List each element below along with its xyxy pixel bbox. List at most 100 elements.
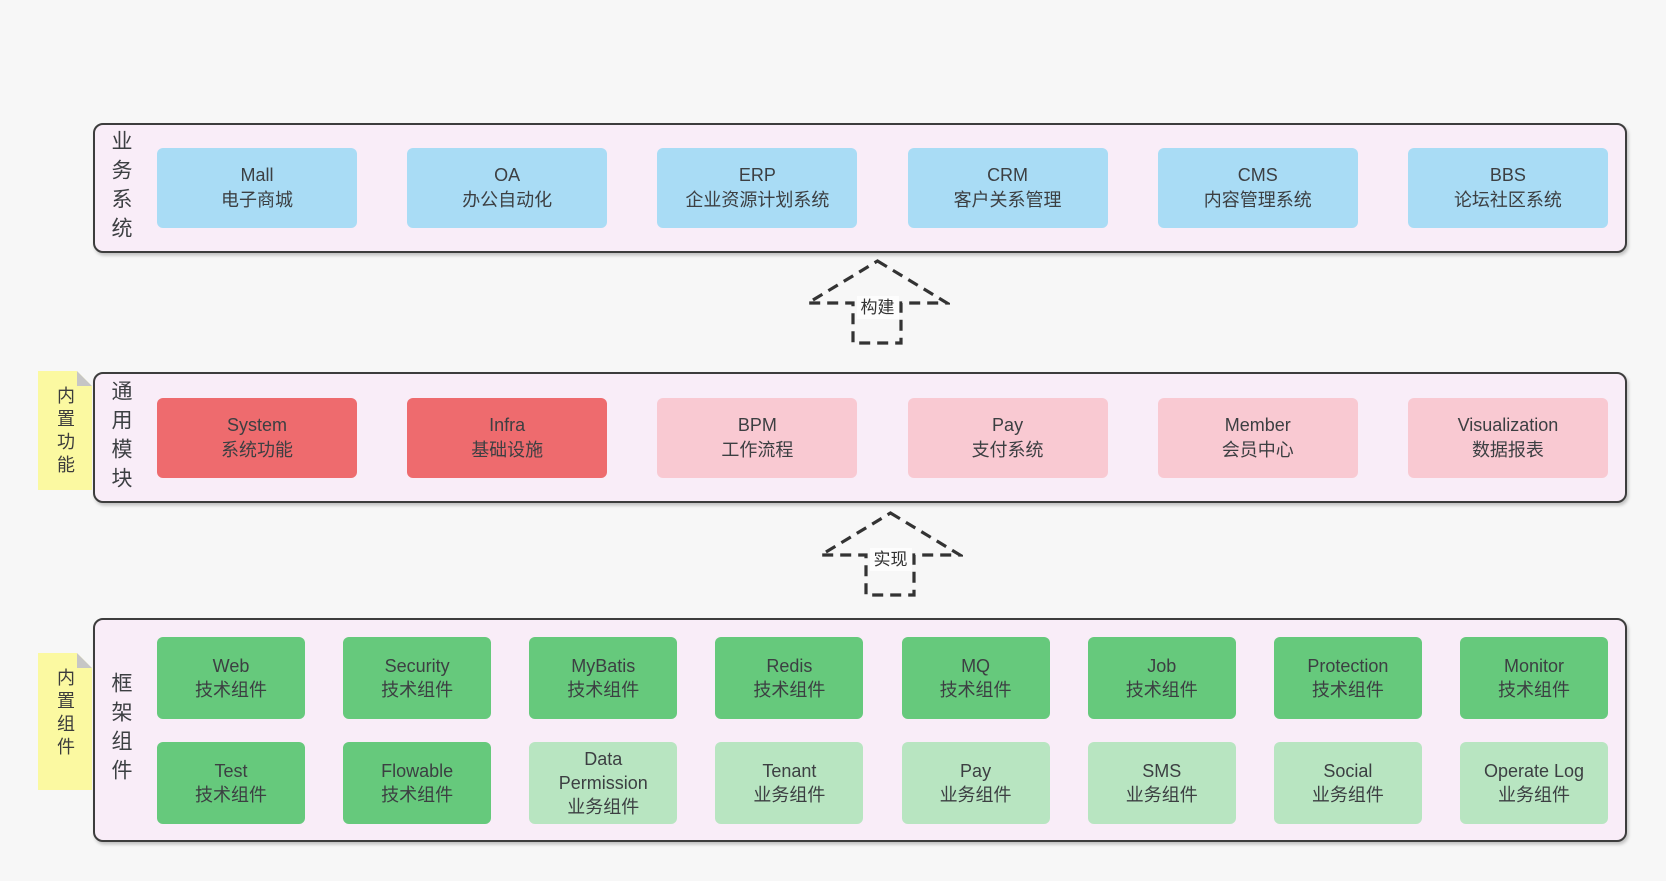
box-subtitle-zh: 技术组件 (753, 679, 826, 700)
box-title-en: Flowable (381, 760, 454, 781)
arrow-label-implement: 实现 (869, 548, 912, 571)
box-sms: SMS 业务组件 (1087, 741, 1236, 824)
box-job: Job 技术组件 (1087, 636, 1236, 719)
box-subtitle-zh: 数据报表 (1471, 439, 1544, 460)
box-oa: OA 办公自动化 (407, 148, 608, 228)
box-title-en: ERP (738, 165, 776, 185)
box-subtitle-zh: 业务组件 (753, 784, 826, 805)
box-pay: Pay 业务组件 (901, 741, 1050, 824)
box-operate-log: Operate Log 业务组件 (1459, 741, 1608, 824)
box-mq: MQ 技术组件 (901, 636, 1050, 719)
box-subtitle-zh: 系统功能 (221, 439, 293, 460)
box-subtitle-zh: 工作流程 (721, 439, 794, 460)
sticky-note-built-in-features: 内置功能 (38, 371, 92, 490)
box-crm: CRM 客户关系管理 (907, 148, 1108, 228)
box-title-en: Member (1224, 414, 1291, 435)
box-title-en: MyBatis (571, 655, 636, 676)
box-protection: Protection 技术组件 (1273, 636, 1422, 719)
box-title-en: CRM (987, 165, 1029, 185)
layer-label-business-systems: 业务系统 (109, 130, 132, 246)
box-pay: Pay 支付系统 (907, 397, 1108, 478)
box-subtitle-zh: 业务组件 (1125, 784, 1198, 805)
box-title-en: Visualization (1457, 414, 1559, 435)
box-subtitle-zh: 技术组件 (1497, 679, 1570, 700)
box-title-en: Infra (489, 414, 526, 435)
box-title-en: BPM (737, 414, 777, 435)
up-block-arrow-icon (805, 259, 950, 345)
box-subtitle-zh: 技术组件 (195, 784, 267, 805)
layer-label-common-modules: 通用模块 (109, 379, 132, 496)
box-title-en: Tenant (762, 760, 817, 781)
box-title-en: OA (494, 165, 521, 185)
box-security: Security 技术组件 (343, 636, 492, 719)
box-title-en: Protection (1307, 655, 1389, 676)
box-subtitle-zh: 技术组件 (1311, 679, 1384, 700)
box-title-en: System (226, 414, 287, 435)
box-subtitle-zh: 技术组件 (381, 679, 454, 700)
box-subtitle-zh: 业务组件 (1497, 784, 1570, 805)
sticky-note-built-in-components: 内置组件 (38, 653, 92, 790)
box-subtitle-zh: 支付系统 (971, 439, 1044, 460)
box-title-en: Data Permission (558, 748, 648, 793)
box-subtitle-zh: 办公自动化 (462, 190, 553, 210)
folded-corner-icon (77, 653, 92, 668)
box-subtitle-zh: 技术组件 (567, 679, 640, 700)
box-title-en: Job (1147, 655, 1177, 676)
box-web: Web 技术组件 (157, 636, 305, 719)
layer-business-systems: 业务系统 Mall 电子商城 OA 办公自动化 ERP 企业资源计划系统 CRM 客户关系管理… (93, 123, 1627, 253)
box-title-en: Pay (992, 414, 1024, 435)
box-social: Social 业务组件 (1273, 741, 1422, 824)
box-bpm: BPM 工作流程 (657, 397, 858, 478)
box-subtitle-zh: 业务组件 (939, 784, 1012, 805)
implement-arrow: 实现 (818, 510, 963, 598)
box-title-en: Mall (240, 165, 274, 185)
box-subtitle-zh: 会员中心 (1221, 439, 1294, 460)
box-subtitle-zh: 技术组件 (939, 679, 1012, 700)
box-subtitle-zh: 电子商城 (221, 190, 293, 210)
box-system: System 系统功能 (157, 397, 357, 478)
layer-label-framework-components: 框架组件 (109, 672, 132, 788)
box-test: Test 技术组件 (157, 741, 305, 824)
sticky-note-label: 内置组件 (55, 668, 75, 760)
box-title-en: MQ (961, 655, 991, 676)
box-tenant: Tenant 业务组件 (715, 741, 864, 824)
box-title-en: Redis (766, 655, 813, 676)
box-member: Member 会员中心 (1157, 397, 1358, 478)
sticky-note-label: 内置功能 (55, 386, 75, 478)
box-title-en: Security (384, 655, 450, 676)
box-title-en: SMS (1142, 760, 1182, 781)
box-subtitle-zh: 技术组件 (1125, 679, 1198, 700)
box-subtitle-zh: 客户关系管理 (953, 190, 1062, 210)
box-title-en: Operate Log (1483, 760, 1585, 781)
box-visualization: Visualization 数据报表 (1407, 397, 1608, 478)
up-block-arrow-icon (818, 511, 963, 597)
box-title-en: Web (212, 655, 250, 676)
folded-corner-icon (77, 371, 92, 386)
box-subtitle-zh: 业务组件 (1311, 784, 1384, 805)
box-title-en: Test (214, 760, 248, 781)
box-subtitle-zh: 技术组件 (195, 679, 267, 700)
box-subtitle-zh: 内容管理系统 (1203, 190, 1312, 210)
box-erp: ERP 企业资源计划系统 (657, 148, 858, 228)
box-title-en: Pay (960, 760, 992, 781)
box-subtitle-zh: 企业资源计划系统 (685, 190, 830, 210)
box-redis: Redis 技术组件 (715, 636, 864, 719)
box-title-en: Social (1323, 760, 1373, 781)
box-mybatis: MyBatis 技术组件 (529, 636, 678, 719)
